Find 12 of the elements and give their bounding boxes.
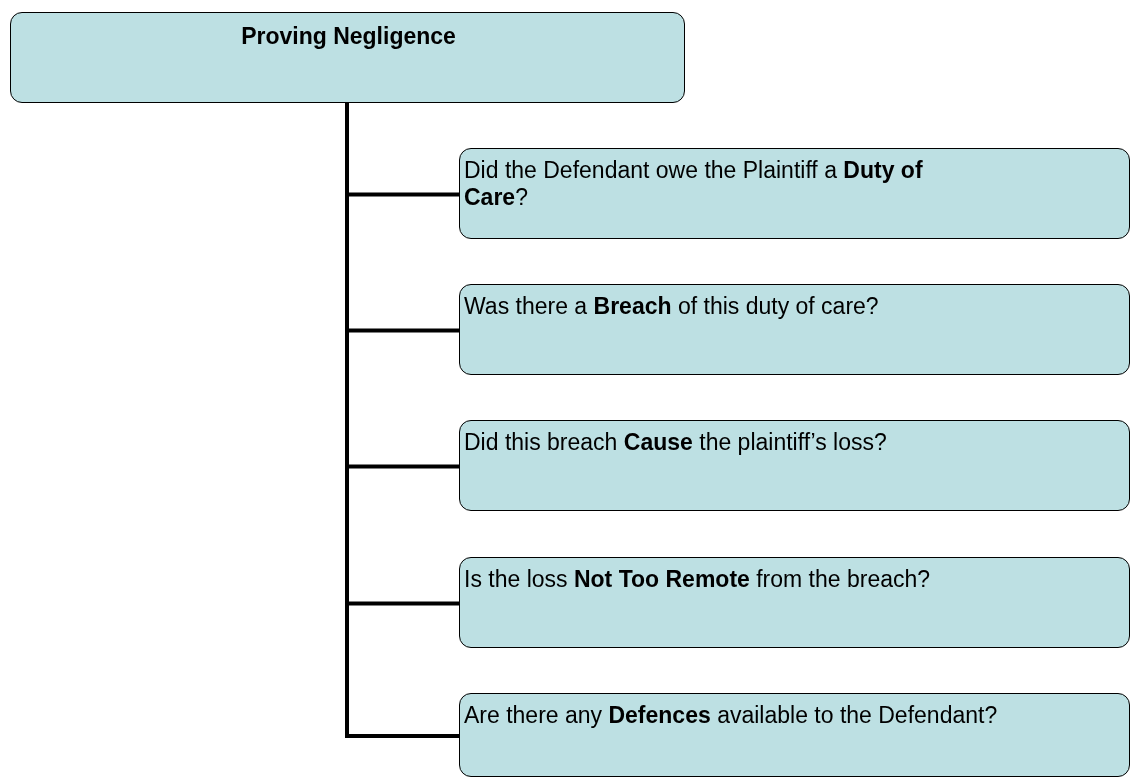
- question-text: Did the Defendant owe the Plaintiff a Duty of Care?: [464, 157, 924, 211]
- question-text: Is the loss Not Too Remote from the breach?: [464, 566, 931, 593]
- heading-text: Proving Negligence: [240, 23, 457, 50]
- question-box: [459, 557, 1130, 648]
- question-box: [459, 420, 1130, 511]
- question-text: Are there any Defences available to the Defendant?: [464, 702, 998, 729]
- question-box: [459, 693, 1130, 777]
- title-box: [10, 12, 685, 103]
- question-box: [459, 284, 1130, 375]
- question-box: [459, 148, 1130, 239]
- question-text: Was there a Breach of this duty of care?: [464, 293, 879, 320]
- question-text: Did this breach Cause the plaintiff’s loss?: [464, 429, 887, 456]
